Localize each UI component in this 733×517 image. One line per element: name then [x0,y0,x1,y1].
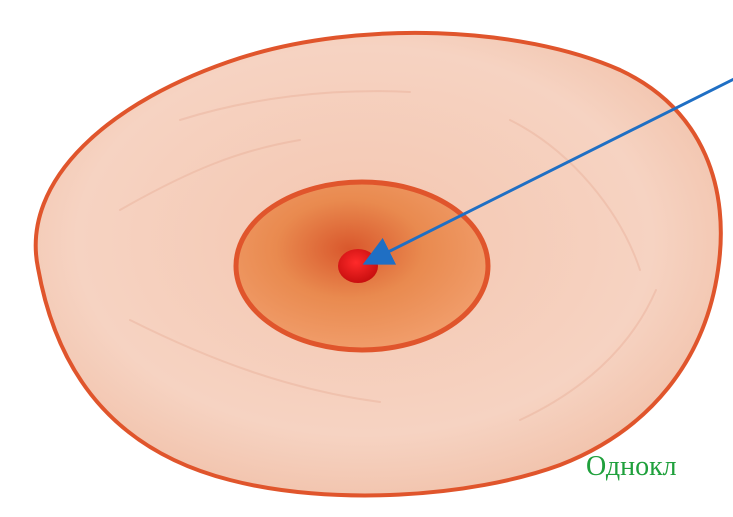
nucleolus [338,249,378,283]
outer-texture [119,90,657,421]
caption-text: Однокл [586,451,677,482]
pointer-arrow [362,77,733,265]
